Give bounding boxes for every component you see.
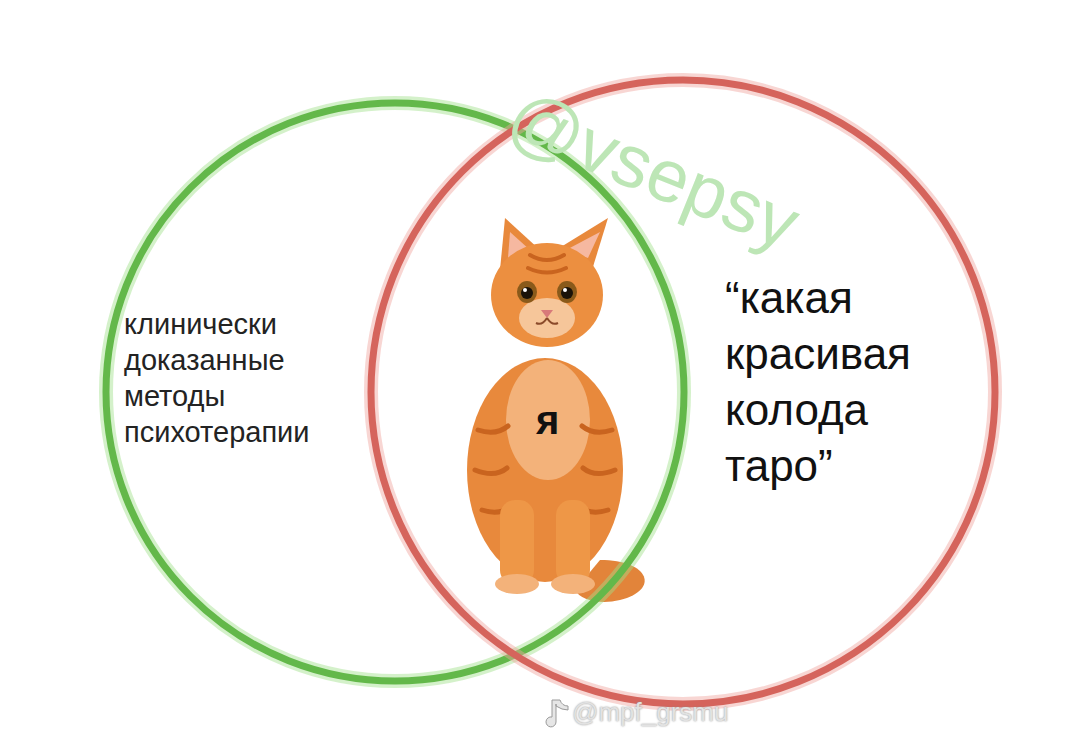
circle-label: “какая красивая колода таро”	[725, 270, 965, 494]
chest-label: я	[536, 398, 559, 443]
watermark: @mpf_grsmu	[572, 697, 728, 728]
circle-label: клинически доказанные методы психотерапи…	[124, 307, 374, 451]
